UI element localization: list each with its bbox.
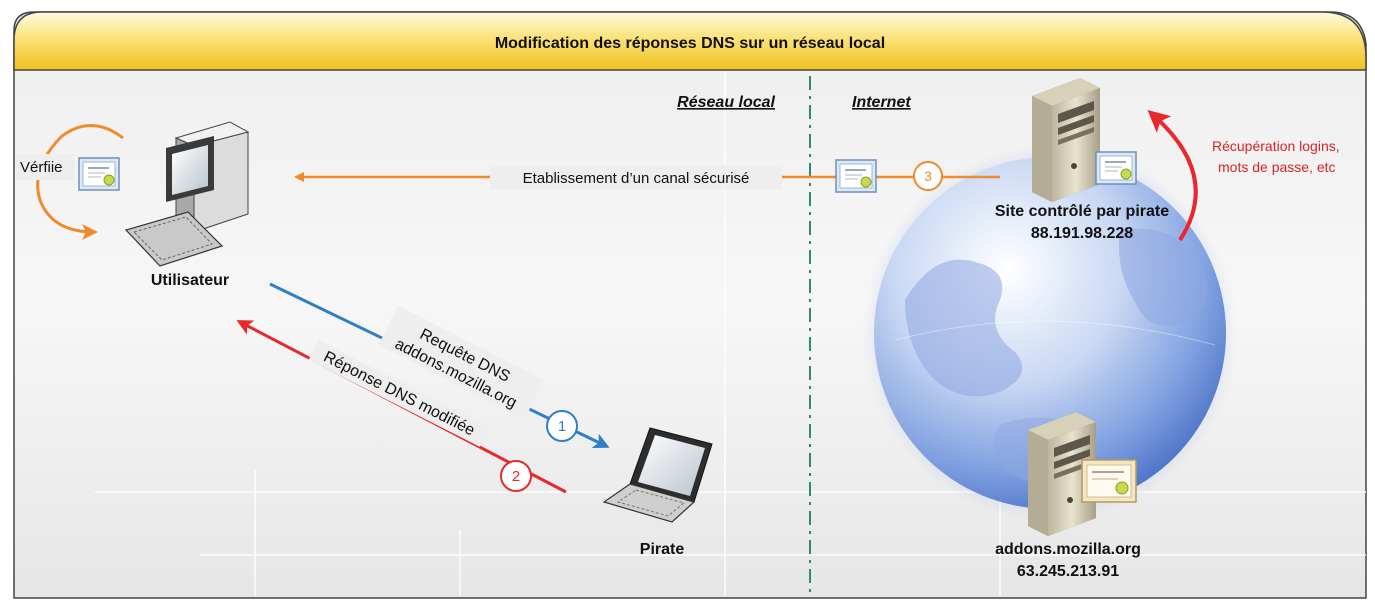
verify-label: Vérfiie xyxy=(20,159,63,176)
background-grid xyxy=(95,72,1366,596)
dns-response-label-bg xyxy=(308,340,490,447)
real-site-name: addons.mozilla.org xyxy=(995,541,1141,558)
certificate-icon xyxy=(1081,459,1137,503)
title-banner xyxy=(13,11,1367,71)
fake-site-ip: 88.191.98.228 xyxy=(1031,225,1133,242)
real-site-ip: 63.245.213.91 xyxy=(1017,563,1119,580)
theft-label-line1: Récupération logins, xyxy=(1212,138,1340,154)
dns-request-label-bg xyxy=(378,305,545,420)
user-label: Utilisateur xyxy=(151,272,229,289)
theft-label-line2: mots de passe, etc xyxy=(1218,159,1336,175)
certificate-icon xyxy=(835,159,877,193)
step-2-number: 2 xyxy=(512,468,520,485)
zone-label-internet: Internet xyxy=(852,94,911,111)
certificate-icon xyxy=(1095,151,1137,185)
globe-icon xyxy=(862,145,1238,521)
step-3-number: 3 xyxy=(924,168,932,184)
step-2-badge xyxy=(500,460,532,492)
step-3-badge xyxy=(913,161,943,191)
server-tower-icon xyxy=(1032,78,1100,202)
diagram-title: Modification des réponses DNS sur un rés… xyxy=(495,35,885,52)
verify-loop: Vérfiie xyxy=(16,124,124,240)
step-1-badge xyxy=(546,410,578,442)
fake-site-name: Site contrôlé par pirate xyxy=(995,203,1169,220)
credential-theft-arrow xyxy=(1147,110,1198,242)
pirate-label: Pirate xyxy=(640,541,685,558)
secure-channel-label-bg xyxy=(490,165,782,189)
desktop-computer-icon xyxy=(124,121,250,267)
verify-label-bg xyxy=(16,154,74,180)
zone-label-local: Réseau local xyxy=(677,94,775,111)
step-1-number: 1 xyxy=(558,418,566,435)
secure-channel-label: Etablissement d’un canal sécurisé xyxy=(523,170,750,187)
certificate-icon xyxy=(78,157,120,191)
laptop-icon xyxy=(602,427,713,523)
